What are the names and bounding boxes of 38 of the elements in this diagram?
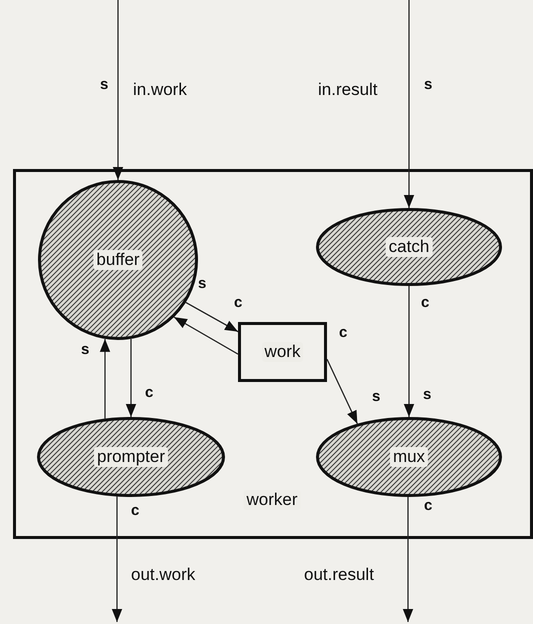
port-label: c — [424, 497, 432, 514]
port-label: s — [423, 386, 432, 403]
arrow — [112, 496, 122, 622]
port-label: c — [234, 294, 242, 311]
process-ellipse — [37, 417, 225, 497]
arrow — [402, 497, 414, 622]
arrow — [100, 338, 110, 419]
port-label: s — [100, 76, 108, 93]
process-box — [238, 322, 327, 382]
edge-label: in.work — [133, 80, 187, 100]
node-label: catch — [386, 237, 432, 257]
process-ellipse — [316, 208, 502, 286]
port-label: s — [424, 76, 432, 93]
port-label: c — [421, 294, 430, 311]
arrow — [404, 0, 414, 208]
module-frame — [13, 169, 533, 539]
node-label: prompter — [94, 447, 168, 467]
node-label: worker — [244, 490, 300, 510]
node-label: mux — [390, 447, 428, 467]
process-ellipse — [38, 180, 198, 340]
port-label: s — [372, 388, 380, 405]
edge-label: in.result — [318, 80, 378, 100]
port-label: c — [131, 502, 140, 519]
arrow — [174, 316, 238, 355]
edge-label: out.result — [304, 565, 374, 585]
node-label: work — [262, 342, 304, 362]
port-label: c — [145, 384, 154, 401]
port-label: s — [198, 275, 206, 292]
arrow — [112, 0, 124, 180]
edge-label: out.work — [131, 565, 196, 585]
port-label: s — [81, 341, 90, 358]
node-label: buffer — [93, 250, 143, 270]
process-ellipse — [316, 417, 502, 497]
arrow — [126, 338, 136, 417]
port-label: c — [339, 324, 348, 341]
arrow — [326, 358, 358, 424]
arrow — [186, 302, 238, 332]
arrow — [404, 286, 414, 417]
